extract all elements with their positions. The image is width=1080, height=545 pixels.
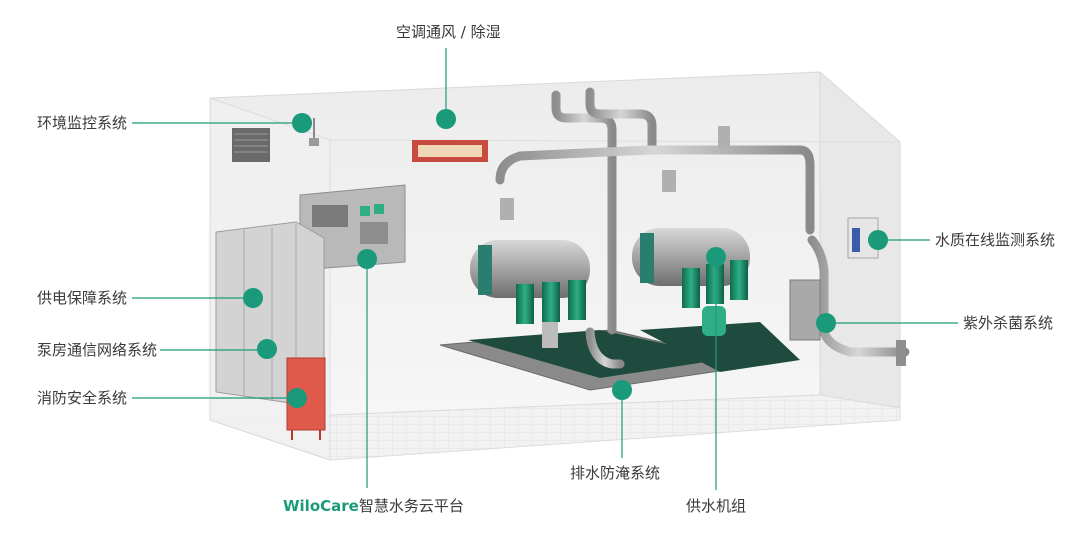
label-water-quality: 水质在线监测系统: [935, 231, 1056, 249]
label-drainage: 排水防淹系统: [570, 464, 661, 482]
dot-drainage: [612, 380, 632, 400]
pipework: [495, 87, 910, 369]
label-env-monitor: 环境监控系统: [37, 114, 128, 132]
label-fire: 消防安全系统: [37, 389, 128, 407]
pump-motors: [516, 260, 748, 348]
dot-fire: [287, 388, 307, 408]
callout-lines: [132, 48, 958, 490]
dot-water-quality: [868, 230, 888, 250]
dot-cloud: [357, 249, 377, 269]
dot-env-monitor: [292, 113, 312, 133]
dot-uv: [816, 313, 836, 333]
label-supply-unit: 供水机组: [686, 497, 747, 515]
dot-comms: [257, 339, 277, 359]
label-cloud-platform: WiloCare智慧水务云平台: [283, 497, 464, 515]
dot-hvac: [436, 109, 456, 129]
dot-power: [243, 288, 263, 308]
cloud-platform-text: 智慧水务云平台: [358, 497, 464, 515]
dot-supply: [706, 247, 726, 267]
label-comms: 泵房通信网络系统: [37, 341, 158, 359]
hvac-unit: [412, 140, 488, 162]
label-hvac: 空调通风 / 除湿: [396, 23, 501, 41]
pipe-fittings: [500, 126, 906, 366]
wall-vent: [232, 128, 270, 162]
label-uv: 紫外杀菌系统: [963, 314, 1054, 332]
sensor-device: [309, 118, 319, 146]
label-power: 供电保障系统: [37, 289, 128, 307]
callout-dots: [243, 109, 888, 408]
cloud-brand-text: WiloCare: [283, 497, 359, 515]
